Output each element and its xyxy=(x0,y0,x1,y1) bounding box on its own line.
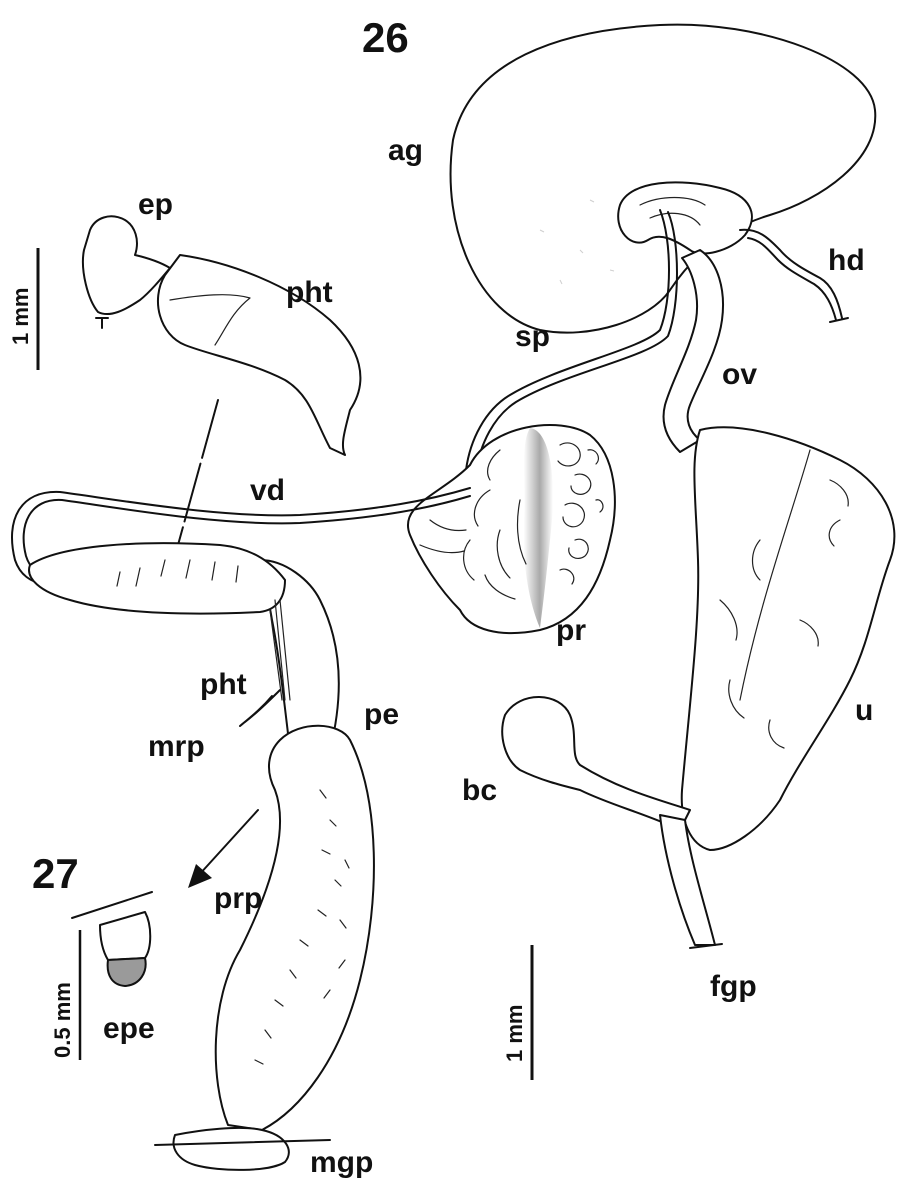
lower-phallotheca-body xyxy=(29,543,285,613)
hermaphroditic-duct xyxy=(740,230,842,318)
arrow-head xyxy=(188,864,212,888)
label-ep: ep xyxy=(138,188,173,221)
label-sp: sp xyxy=(515,320,550,353)
scale-label-top-left: 1 mm xyxy=(8,288,33,345)
scale-label-bottom-right: 1 mm xyxy=(502,1005,527,1062)
label-mrp: mrp xyxy=(148,730,205,763)
label-fgp: fgp xyxy=(710,970,757,1003)
arrow-indicator xyxy=(198,810,258,876)
epiphallus xyxy=(83,216,170,314)
proximal-penis xyxy=(216,726,374,1130)
bursa-copulatrix xyxy=(502,697,690,830)
hermaphroditic-duct-end xyxy=(830,318,848,322)
epiphallus-tip xyxy=(96,318,108,328)
label-pht-lower: pht xyxy=(200,668,247,701)
label-pr: pr xyxy=(556,614,586,647)
label-bc: bc xyxy=(462,774,497,807)
carrefour-shape xyxy=(618,182,752,253)
label-ov: ov xyxy=(722,358,757,391)
label-epe: epe xyxy=(103,1012,155,1045)
label-pht-upper: pht xyxy=(286,276,333,309)
fig27-epiphallus-tip xyxy=(108,958,146,986)
uterus xyxy=(682,427,895,850)
prostate-gland xyxy=(408,425,615,633)
label-u: u xyxy=(855,694,873,727)
label-prp: prp xyxy=(214,882,262,915)
label-mgp: mgp xyxy=(310,1146,373,1179)
label-vd: vd xyxy=(250,474,285,507)
albumen-gland-shape xyxy=(451,25,876,333)
male-genital-pore xyxy=(174,1128,289,1170)
connector-line xyxy=(178,400,218,545)
label-ag: ag xyxy=(388,134,423,167)
label-pe: pe xyxy=(364,698,399,731)
figure-number-26: 26 xyxy=(362,14,409,61)
label-hd: hd xyxy=(828,244,865,277)
scale-label-fig27: 0.5 mm xyxy=(50,982,75,1058)
fig27-epiphallus-body xyxy=(100,912,150,960)
figure-number-27: 27 xyxy=(32,850,79,897)
